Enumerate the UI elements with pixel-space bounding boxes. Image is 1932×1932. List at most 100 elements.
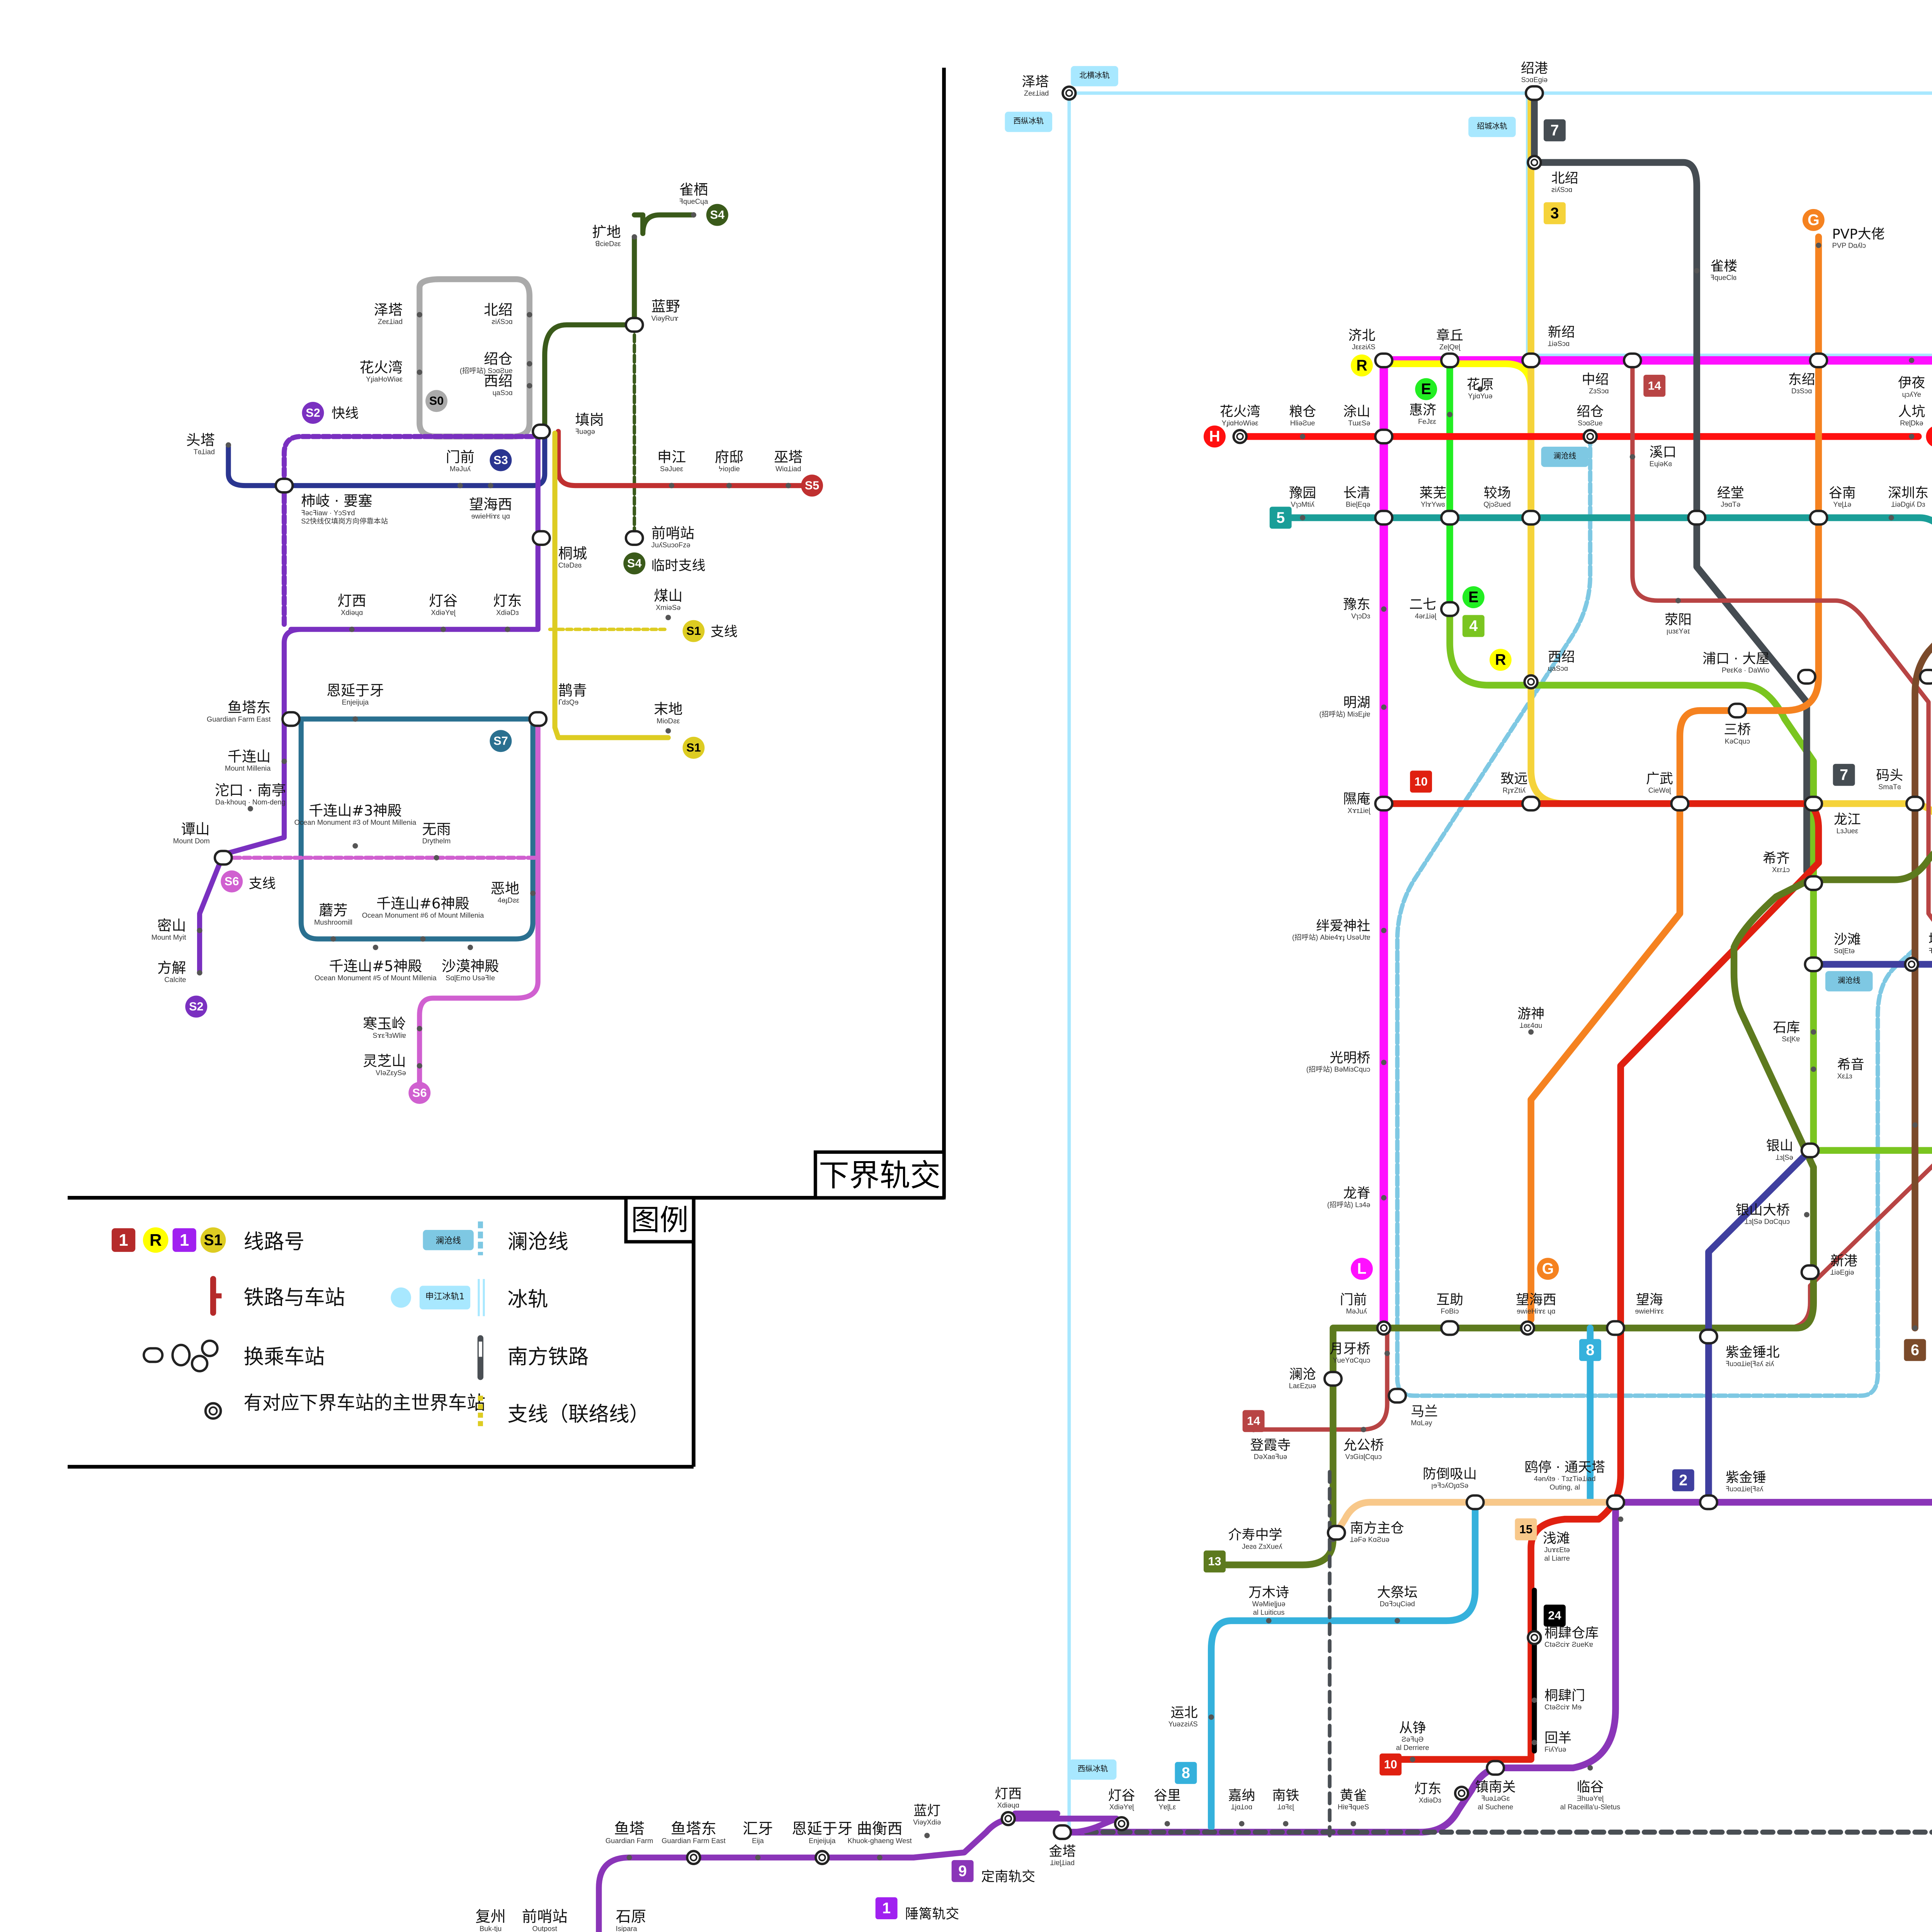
station-main-tongsicangku-marker[interactable] <box>1527 1630 1542 1645</box>
station-main-menqian-marker[interactable] <box>1376 1320 1391 1336</box>
station-main-yudong-tick <box>1381 606 1387 612</box>
station-main-minghu-tick <box>1381 704 1387 710</box>
station-main-zijinchui-marker[interactable] <box>1699 1494 1718 1510</box>
station-nether-tanshan-marker[interactable] <box>213 850 233 866</box>
tag-beiheng-0 <box>1071 66 1118 87</box>
station-nether-tiangang-marker[interactable] <box>532 423 551 440</box>
station-main-congzheng-roman: ƧəꟻɥƏ <box>1401 1735 1423 1743</box>
station-main-huzhu-marker[interactable] <box>1440 1320 1459 1336</box>
tag-shaocheng-2-text: 绍城冰轨 <box>1477 122 1507 131</box>
station-nether_lines-quhengxi-name: 曲衡西 <box>857 1820 903 1838</box>
nether-S4 <box>542 212 696 434</box>
station-main-gunan-marker[interactable] <box>1809 510 1828 526</box>
line-badge-l2-14-text: 2 <box>1679 1472 1687 1489</box>
station-main-tiangang-marker[interactable] <box>1904 956 1919 972</box>
station-main-xishao-name: 西绍 <box>1548 649 1575 665</box>
station-nether-mofang-tick <box>330 936 336 942</box>
station-nether_lines-enyan-marker[interactable] <box>815 1850 830 1865</box>
station-main-shaogang-marker[interactable] <box>1524 85 1544 101</box>
line-badge-e-24-text: E <box>1421 381 1431 398</box>
station-main-jinta-marker[interactable] <box>1053 1824 1072 1840</box>
station-main-pukou-name: 浦口 · 大屋 <box>1702 651 1769 667</box>
station-nether-yutadong-name: 鱼塔东 <box>228 699 271 716</box>
station-nether-wuta-name: 巫塔 <box>774 448 803 465</box>
station-main-shiku-tick <box>1811 1029 1816 1035</box>
station-main-erqi-marker[interactable] <box>1440 601 1459 617</box>
station-main-xishao-marker[interactable] <box>1523 674 1539 690</box>
station-main-beishao-marker[interactable] <box>1527 155 1542 170</box>
station-main-jinta-name: 金塔 <box>1049 1844 1076 1859</box>
line-badge-l4-26-text: 4 <box>1469 617 1478 634</box>
legend-label-box <box>624 1196 696 1244</box>
station-main-malan-marker[interactable] <box>1388 1388 1407 1404</box>
station-nether-yutadong-marker[interactable] <box>281 711 301 727</box>
station-main-dengdong-marker[interactable] <box>1454 1786 1469 1801</box>
station-nether_lines-yutadong-marker[interactable] <box>686 1850 701 1865</box>
station-main-tushan-roman: TɯεSə <box>1348 419 1370 427</box>
station-main-laiwu-marker[interactable] <box>1440 510 1459 526</box>
station-main-pukou-marker[interactable] <box>1797 668 1816 685</box>
station-main-wanghaixi-marker[interactable] <box>1520 1320 1536 1336</box>
station-nether-lanye-marker[interactable] <box>624 317 644 333</box>
station-nether-qianshao-marker[interactable] <box>624 530 644 546</box>
legend-ice-tag-text: 申江冰轨1 <box>425 1292 464 1302</box>
station-main-guangwu-marker[interactable] <box>1670 796 1690 812</box>
station-nether-zeta-roman: ZeεꞱiad <box>378 318 403 326</box>
station-main-zhangqiu-marker[interactable] <box>1440 352 1459 369</box>
station-main-zeta-marker[interactable] <box>1061 85 1077 101</box>
station-main-lancang-marker[interactable] <box>1323 1371 1343 1387</box>
legend-line-number: 线路号 <box>243 1230 304 1253</box>
line-badge-s6-45-text: S6 <box>412 1086 427 1099</box>
station-main-renkeng-tick <box>1909 434 1915 439</box>
station-main-minghu-name: 明湖 <box>1343 695 1370 711</box>
station-main-dengxi-marker[interactable] <box>1000 1811 1016 1827</box>
station-main-longjiang-marker[interactable] <box>1804 796 1823 812</box>
station-main-jiaochang-marker[interactable] <box>1521 510 1541 526</box>
station-main-sanqiao-marker[interactable] <box>1728 702 1747 719</box>
station-main-zhongshao-marker[interactable] <box>1622 352 1642 369</box>
station-main-denggu-name: 灯谷 <box>1108 1787 1135 1803</box>
station-main-xinshao-marker[interactable] <box>1521 352 1541 369</box>
station-nether-yutadong-roman: Guardian Farm East <box>207 715 270 723</box>
station-main-zijinchuibei-marker[interactable] <box>1699 1328 1718 1345</box>
station-nether-shiqi-marker[interactable] <box>274 478 294 494</box>
station-main-fangdaoxishan-name: 防倒吸山 <box>1423 1466 1477 1482</box>
station-main-sanqiao-name: 三桥 <box>1724 722 1751 738</box>
station-nether-shen6-name: 千连山#6神殿 <box>376 895 469 912</box>
station-main-denggu-marker[interactable] <box>1114 1816 1129 1832</box>
station-main-jibei-marker[interactable] <box>1374 352 1394 369</box>
station-nether-tongcheng-marker[interactable] <box>532 530 551 546</box>
station-main-jingtang-marker[interactable] <box>1687 510 1707 526</box>
station-main-yingan-marker[interactable] <box>1374 796 1394 812</box>
station-main-nanfang-marker[interactable] <box>1327 1525 1346 1541</box>
station-main-jieshou-roman: Jeƨɞ ZɜXueʎ <box>1242 1542 1282 1550</box>
station-main-fangdaoxishan-marker[interactable] <box>1465 1494 1485 1510</box>
line-1-caption: 陲篱轨交 <box>905 1906 959 1922</box>
station-main-lancang-roman: LaεEȥuə <box>1289 1381 1316 1389</box>
station-main-tushan-marker[interactable] <box>1374 429 1394 445</box>
station-main-jiangbei-marker[interactable] <box>1919 668 1932 685</box>
station-main-dongshao-marker[interactable] <box>1809 352 1828 369</box>
station-main-outing-marker[interactable] <box>1606 1494 1626 1510</box>
station-main-zhennanguan-marker[interactable] <box>1486 1760 1505 1776</box>
station-main-didi-tick <box>1912 1325 1918 1331</box>
station-main-yinshan-roman: ꞱɜɭSə <box>1776 1153 1793 1161</box>
nether-S3 <box>226 429 548 488</box>
station-main-shaocang-marker[interactable] <box>1582 429 1598 444</box>
station-main-yinshan-marker[interactable] <box>1800 1142 1820 1158</box>
line-badge-l8-18-text: 8 <box>1182 1764 1190 1781</box>
station-main-zhiyuan-marker[interactable] <box>1521 796 1541 812</box>
station-main-wanghai-marker[interactable] <box>1606 1320 1626 1336</box>
station-nether-queqing-marker[interactable] <box>528 711 548 727</box>
station-main-huzhu-roman: FoBiɔ <box>1441 1307 1459 1315</box>
station-main-quelou-tick <box>1694 268 1700 274</box>
station-main-changqing-marker[interactable] <box>1374 510 1394 526</box>
station-main-erqi-name: 二七 <box>1409 597 1436 612</box>
tag-lancang1-5 <box>1541 446 1589 467</box>
station-main-shatan-marker[interactable] <box>1804 956 1823 973</box>
station-main-matou-marker[interactable] <box>1905 796 1925 812</box>
station-main-xingang-marker[interactable] <box>1800 1264 1820 1281</box>
station-main-xiqi-marker[interactable] <box>1804 875 1823 891</box>
station-nether-mishan-tick <box>197 928 202 934</box>
station-main-huahuowan-marker[interactable] <box>1232 429 1248 444</box>
